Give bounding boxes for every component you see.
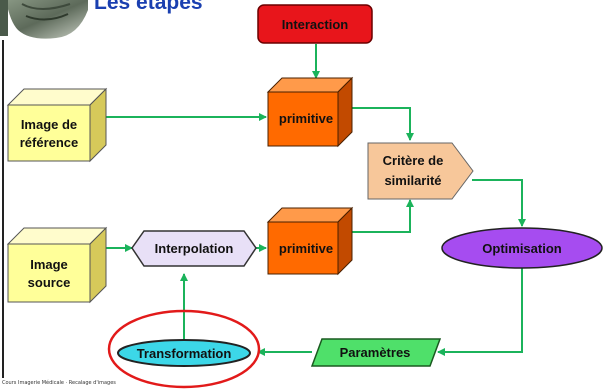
transformation-label: Transformation xyxy=(136,345,232,361)
primitive-bottom-label: primitive xyxy=(278,240,334,256)
optimisation-label: Optimisation xyxy=(482,240,562,256)
critere-shape xyxy=(367,142,474,200)
parametres-shape xyxy=(310,338,442,367)
interaction-box xyxy=(257,4,373,44)
primitive-top-label: primitive xyxy=(278,110,334,126)
image-reference-label: Image de référence xyxy=(19,117,79,150)
page-title: Les étapes xyxy=(94,0,203,14)
arrow-primitive-critere-top xyxy=(352,107,414,141)
image-source-label: Image source xyxy=(27,257,71,290)
interpolation-label: Interpolation xyxy=(154,241,234,256)
primitive-top-cube xyxy=(266,76,354,148)
arrow-primitive-critere-bottom xyxy=(352,199,414,233)
primitive-bottom-cube xyxy=(266,206,354,276)
transformation-shape xyxy=(117,339,251,367)
parametres-label: Paramètres xyxy=(339,345,411,360)
arrow-critere-optimisation xyxy=(472,179,526,227)
interaction-label: Interaction xyxy=(281,16,349,32)
image-reference-cube xyxy=(6,87,108,163)
interpolation-shape xyxy=(131,230,257,267)
footer-text: Cours Imagerie Médicale · Recalage d'ima… xyxy=(2,380,116,386)
critere-label: Critère de similarité xyxy=(382,153,444,188)
highlight-ring xyxy=(107,309,261,389)
image-source-cube xyxy=(6,226,108,304)
logo-image xyxy=(0,0,88,39)
arrow-optimisation-parametres xyxy=(437,268,523,356)
optimisation-shape xyxy=(441,227,603,269)
